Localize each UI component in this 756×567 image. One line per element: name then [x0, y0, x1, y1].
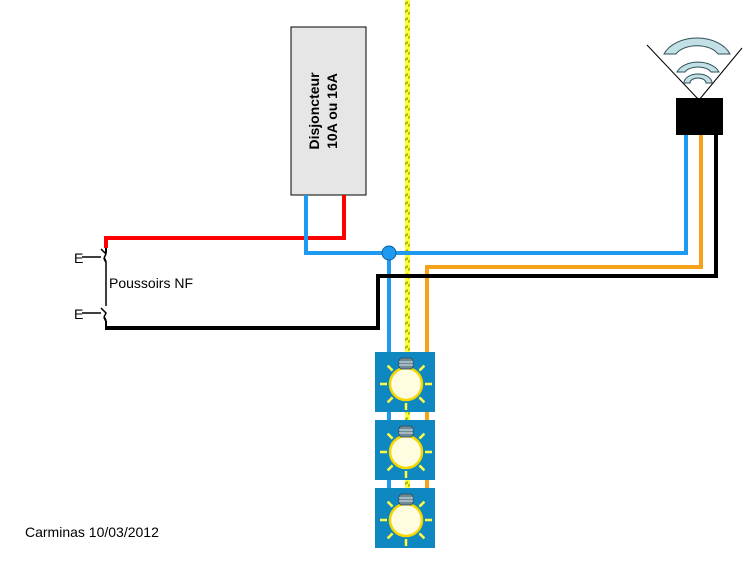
pushbutton-2-symbol: E: [74, 306, 83, 322]
bulb-icon: [388, 502, 424, 538]
bulb-base-icon: [398, 425, 414, 438]
bulb-base-icon: [398, 357, 414, 370]
pushbuttons-label: Poussoirs NF: [109, 275, 193, 291]
pushbuttons: E E Poussoirs NF: [74, 248, 193, 330]
earth-wire: [405, 0, 410, 547]
neutral-wire: [304, 135, 688, 255]
live-wire: [104, 195, 346, 248]
junction-dot: [381, 245, 397, 261]
light-rays-icon: [380, 432, 432, 478]
light-rays-icon: [380, 364, 432, 410]
breaker-label-line2: 10A ou 16A: [324, 73, 340, 149]
antenna-cone-left: [646, 44, 700, 101]
relay-body: [676, 98, 723, 135]
lamp-1: [375, 352, 435, 412]
light-rays-icon: [380, 500, 432, 546]
breaker-label-line1: Disjoncteur: [306, 72, 322, 150]
bulb-icon: [388, 366, 424, 402]
wireless-signal-icon: [663, 37, 731, 84]
credit-text: Carminas 10/03/2012: [25, 524, 159, 540]
bulb-base-icon: [398, 493, 414, 506]
lamps: [375, 352, 435, 548]
lamp-2: [375, 420, 435, 480]
antenna-cone-right: [698, 47, 743, 101]
control-wire: [106, 135, 718, 330]
bulb-icon: [388, 434, 424, 470]
return-wire: [425, 135, 703, 547]
circuit-breaker: Disjoncteur 10A ou 16A: [290, 26, 367, 196]
lamp-3: [375, 488, 435, 548]
remote-relay: [646, 37, 743, 135]
pushbutton-1-symbol: E: [74, 250, 83, 266]
